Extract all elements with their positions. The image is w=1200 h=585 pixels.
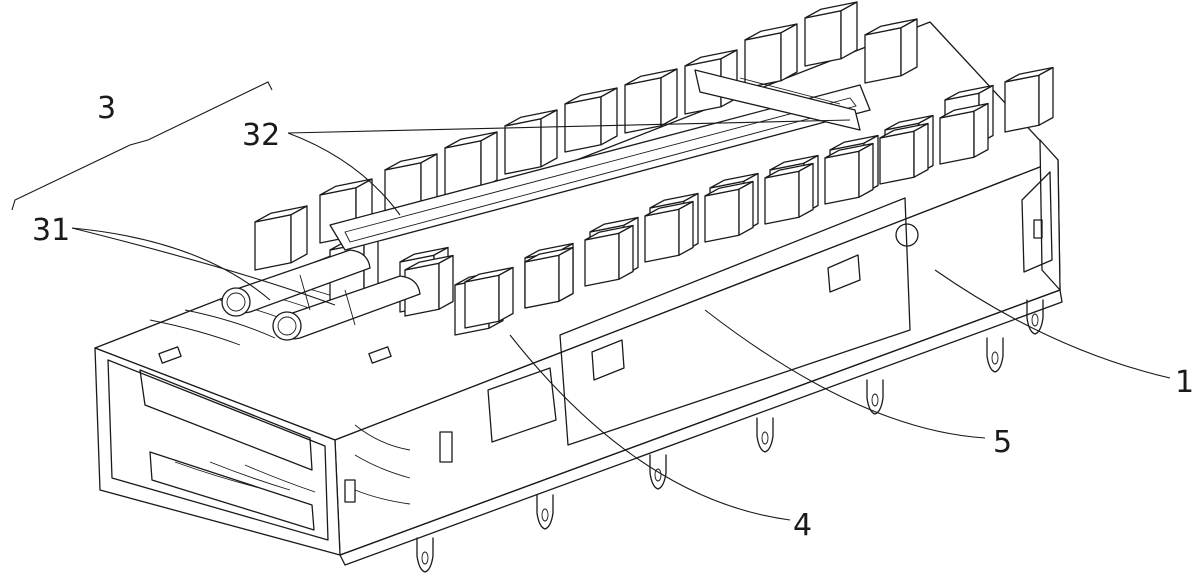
fin-face	[644, 208, 680, 263]
fin-face	[913, 122, 929, 178]
callout-labels: 3 32 31 1 5 4	[32, 91, 1194, 543]
label-3: 3	[97, 91, 116, 126]
fin-face	[764, 170, 800, 225]
fin-face	[804, 10, 842, 67]
front-port	[94, 283, 453, 556]
fin-face	[564, 96, 602, 153]
fin-face	[858, 142, 874, 198]
solder-peg	[756, 417, 774, 453]
solder-peg	[649, 454, 667, 490]
solder-peg	[536, 494, 554, 530]
solder-peg-slot	[541, 508, 549, 522]
fin-face	[900, 18, 918, 77]
fin-face	[1004, 74, 1040, 133]
heat-pipes	[221, 249, 421, 341]
fin-face	[618, 224, 634, 280]
solder-peg-slot	[1031, 313, 1039, 327]
solder-peg-slot	[871, 393, 879, 407]
fin-face	[558, 246, 574, 302]
fin-face	[678, 200, 694, 256]
fin-face	[524, 254, 560, 309]
label-1: 1	[1175, 365, 1194, 400]
fin-face	[438, 254, 454, 310]
heat-pipe-frame	[329, 69, 871, 251]
fin-face	[824, 150, 860, 205]
fin-face	[660, 68, 678, 127]
fin-face	[480, 131, 498, 190]
solder-peg-slot	[761, 431, 769, 445]
label-31: 31	[32, 213, 70, 248]
label-5: 5	[993, 425, 1012, 460]
solder-peg	[866, 379, 884, 415]
mounting-pegs	[416, 299, 1044, 573]
fin-face	[973, 102, 989, 158]
callout-leaders	[11, 81, 1171, 521]
fin-face	[704, 188, 740, 243]
cage-body	[94, 21, 1063, 566]
fin-face	[498, 266, 514, 322]
fin-face	[840, 1, 858, 60]
fin-face	[744, 32, 782, 89]
solder-peg-slot	[991, 351, 999, 365]
fin-face	[464, 274, 500, 329]
fin-face	[738, 180, 754, 236]
fin-face	[1038, 66, 1054, 126]
solder-peg-slot	[421, 551, 429, 565]
solder-peg	[1026, 299, 1044, 335]
fin-face	[864, 27, 902, 84]
fin-face	[879, 130, 915, 185]
label-4: 4	[793, 508, 812, 543]
fin-face	[600, 87, 618, 146]
solder-peg	[986, 337, 1004, 373]
fin-face	[798, 162, 814, 218]
solder-peg-slot	[654, 468, 662, 482]
label-32: 32	[242, 118, 280, 153]
fin-face	[290, 205, 308, 264]
fin-face	[540, 109, 558, 168]
fin-face	[939, 110, 975, 165]
solder-peg	[416, 537, 434, 573]
fin-face	[584, 232, 620, 287]
fin-face	[254, 214, 292, 271]
fin-face	[780, 23, 798, 82]
